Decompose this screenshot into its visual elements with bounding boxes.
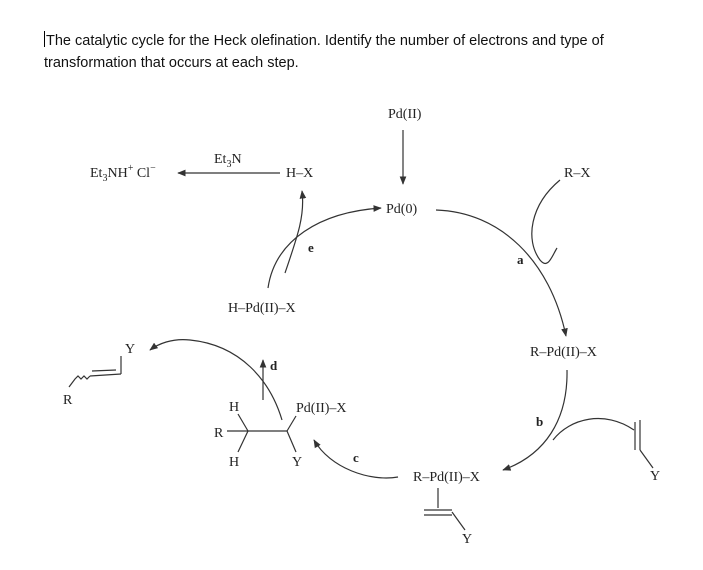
step-label-b: b: [536, 414, 543, 429]
hx-release-arrow: [284, 190, 307, 274]
rx-entry-curve: [531, 179, 561, 265]
step-label-a: a: [517, 252, 524, 267]
product-alkene: [89, 373, 122, 377]
species-rx: R–X: [564, 166, 590, 181]
cycle-arc-e: [267, 205, 382, 289]
product-wavy-bond: [68, 375, 91, 388]
cycle-arc-a: [435, 209, 568, 337]
species-alkyl-h-top: H: [229, 400, 239, 415]
alkene-y-bond: [639, 449, 654, 469]
species-h-pd-x: H–Pd(II)–X: [228, 301, 296, 316]
species-alkyl-y: Y: [292, 455, 302, 470]
step-label-c: c: [353, 450, 359, 465]
step-label-e: e: [308, 240, 314, 255]
species-alkyl-h-bottom: H: [229, 455, 239, 470]
step-label-d: d: [270, 358, 278, 373]
species-product-r: R: [63, 393, 73, 408]
alkene-entry-curve: [552, 417, 635, 441]
question-line-2: transformation that occurs at each step.: [44, 55, 299, 71]
product-release-arrow: [149, 339, 283, 421]
alkyl-y-bond: [286, 430, 297, 453]
cycle-arc-c: [313, 439, 399, 479]
species-hx: H–X: [286, 166, 313, 181]
cycle-arc-b: [502, 369, 568, 471]
text-cursor: [44, 31, 45, 47]
species-alkyl-r: R: [214, 426, 224, 441]
species-alkyl-pd-x: Pd(II)–X: [296, 401, 347, 416]
alkyl-pd-bond: [286, 415, 297, 432]
question-text: The catalytic cycle for the Heck olefina…: [44, 30, 684, 74]
species-alkene-y: Y: [650, 469, 660, 484]
question-line-1: The catalytic cycle for the Heck olefina…: [46, 33, 604, 49]
reagent-et3n: Et3N: [214, 152, 242, 170]
alkyl-h-top-bond: [237, 413, 249, 432]
species-pd-ii-top: Pd(II): [388, 107, 422, 122]
species-r-pd-x: R–Pd(II)–X: [530, 345, 597, 360]
species-pi-complex: R–Pd(II)–X: [413, 470, 480, 485]
alkyl-h-bottom-bond: [237, 430, 249, 453]
product-alkene-double: [91, 369, 117, 372]
species-complex-y: Y: [462, 532, 472, 547]
species-et3nh-cl: Et3NH+ Cl−: [90, 163, 156, 184]
species-pd-0: Pd(0): [386, 202, 417, 217]
species-product-y: Y: [125, 342, 135, 357]
pi-complex-y-bond: [451, 511, 466, 531]
